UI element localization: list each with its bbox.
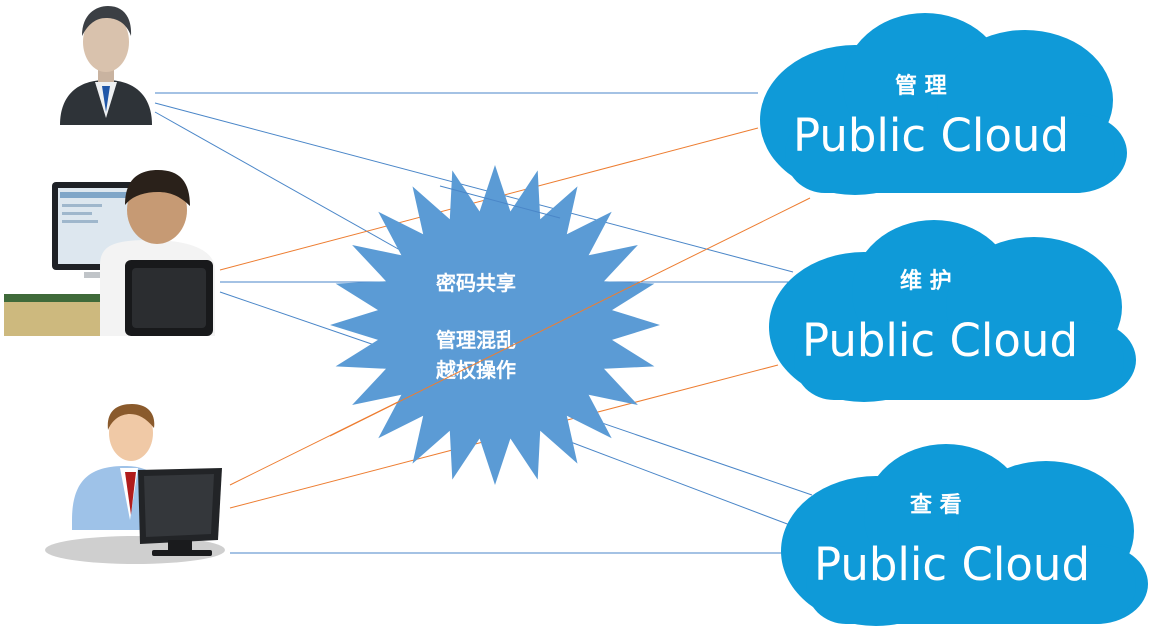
cloud-manage: 管 理 Public Cloud	[760, 13, 1127, 195]
cloud-manage-label: Public Cloud	[793, 109, 1069, 162]
office-worker-icon	[45, 404, 225, 564]
line-user1-cloud2	[154, 102, 794, 273]
burst-line-1: 密码共享	[436, 271, 516, 295]
cloud-view-label: Public Cloud	[814, 538, 1090, 591]
burst-shape	[330, 165, 660, 485]
burst-line-3: 越权操作	[435, 358, 516, 382]
cloud-view: 查 看 Public Cloud	[781, 444, 1148, 626]
computer-operator-icon	[4, 170, 215, 336]
burst-line-2: 管理混乱	[436, 328, 516, 352]
line-user1-over-burst	[439, 185, 561, 219]
cloud-maintain-title: 维 护	[900, 268, 952, 294]
line-user1-burst	[154, 111, 401, 251]
cloud-view-title: 查 看	[910, 492, 962, 518]
cloud-maintain: 维 护 Public Cloud	[769, 220, 1136, 402]
line-user3-over-burst	[329, 281, 641, 437]
risk-burst: 密码共享 管理混乱 越权操作	[330, 165, 660, 485]
overlay-lines	[329, 185, 641, 437]
businessman-icon	[60, 6, 152, 125]
line-burst-cloud3	[559, 437, 791, 526]
cloud-maintain-label: Public Cloud	[802, 314, 1078, 367]
cloud-manage-title: 管 理	[895, 73, 947, 99]
